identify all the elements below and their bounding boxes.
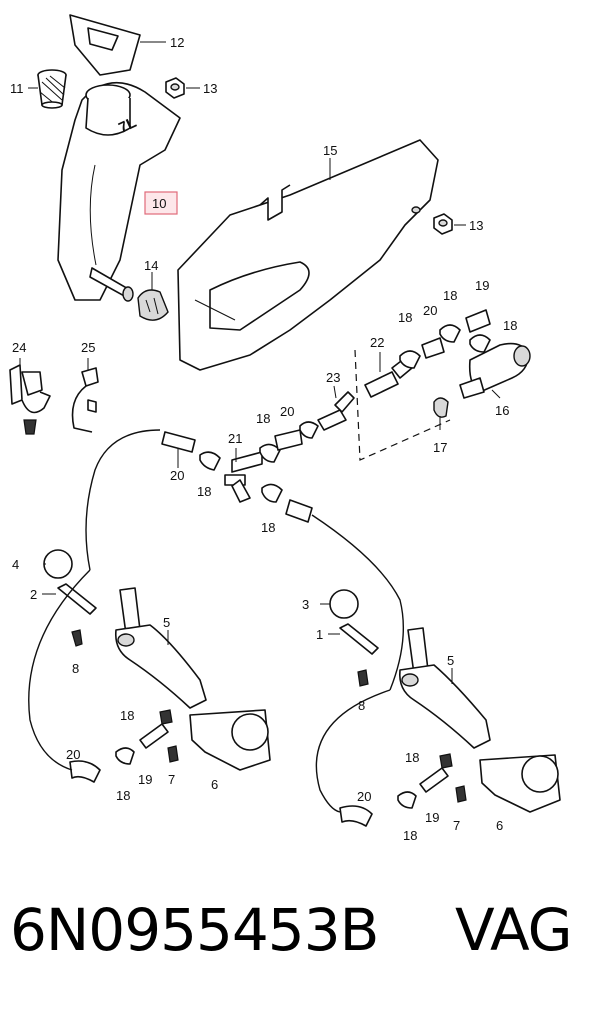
callout-18: 18 bbox=[120, 708, 134, 723]
callout-19: 19 bbox=[138, 772, 152, 787]
callout-6: 6 bbox=[496, 818, 503, 833]
callout-18: 18 bbox=[261, 520, 275, 535]
nut-right bbox=[433, 213, 453, 235]
callout-13-right: 13 bbox=[469, 218, 483, 233]
nozzle-assembly-right bbox=[315, 589, 561, 827]
washer-reservoir: 7L bbox=[57, 14, 181, 302]
caption: 6N0955453B VAG bbox=[0, 888, 600, 988]
callout-24: 24 bbox=[12, 340, 26, 355]
callout-20: 20 bbox=[66, 747, 80, 762]
part-number: 6N0955453B bbox=[10, 896, 379, 964]
callout-15: 15 bbox=[323, 143, 337, 158]
callout-18: 18 bbox=[503, 318, 517, 333]
callout-18: 18 bbox=[197, 484, 211, 499]
tank-marking: 7L bbox=[116, 114, 139, 137]
callout-20: 20 bbox=[357, 789, 371, 804]
callout-25: 25 bbox=[81, 340, 95, 355]
callout-19: 19 bbox=[475, 278, 489, 293]
callout-17: 17 bbox=[433, 440, 447, 455]
callout-5: 5 bbox=[447, 653, 454, 668]
callout-18: 18 bbox=[256, 411, 270, 426]
callout-21: 21 bbox=[228, 431, 242, 446]
callout-18: 18 bbox=[443, 288, 457, 303]
callout-18: 18 bbox=[403, 828, 417, 843]
callout-19: 19 bbox=[425, 810, 439, 825]
callout-20: 20 bbox=[280, 404, 294, 419]
mounting-housing bbox=[177, 139, 439, 371]
callout-8: 8 bbox=[72, 661, 79, 676]
callout-11: 11 bbox=[10, 81, 24, 96]
callout-23: 23 bbox=[326, 370, 340, 385]
callout-10: 10 bbox=[152, 196, 166, 211]
callout-18: 18 bbox=[398, 310, 412, 325]
callout-8: 8 bbox=[358, 698, 365, 713]
callout-12: 12 bbox=[170, 35, 184, 50]
callout-13: 13 bbox=[203, 81, 217, 96]
hose-network bbox=[85, 349, 451, 691]
nut-top bbox=[165, 77, 185, 99]
callout-6: 6 bbox=[211, 777, 218, 792]
callout-5: 5 bbox=[163, 615, 170, 630]
callout-22: 22 bbox=[370, 335, 384, 350]
callout-7: 7 bbox=[453, 818, 460, 833]
callout-10-highlight bbox=[144, 191, 178, 215]
callout-20: 20 bbox=[170, 468, 184, 483]
callout-3: 3 bbox=[302, 597, 309, 612]
leader-lines bbox=[19, 41, 501, 684]
clip-25 bbox=[71, 367, 99, 433]
callout-7: 7 bbox=[168, 772, 175, 787]
brand-name: VAG bbox=[455, 896, 573, 964]
callout-1: 1 bbox=[316, 627, 323, 642]
callout-14: 14 bbox=[144, 258, 158, 273]
callout-2: 2 bbox=[30, 587, 37, 602]
pump-assembly bbox=[364, 309, 531, 418]
nozzle-assembly-left bbox=[28, 549, 271, 783]
callout-labels: 12 11 13 15 10 13 14 19 18 20 18 18 22 2… bbox=[10, 35, 517, 843]
callout-18: 18 bbox=[405, 750, 419, 765]
callout-4: 4 bbox=[12, 557, 19, 572]
exploded-parts-diagram: 7L bbox=[9, 14, 561, 843]
callout-20: 20 bbox=[423, 303, 437, 318]
callout-16: 16 bbox=[495, 403, 509, 418]
filter-strainer bbox=[37, 69, 67, 109]
callout-18: 18 bbox=[116, 788, 130, 803]
clip-24 bbox=[9, 364, 51, 435]
grommet bbox=[137, 289, 169, 321]
